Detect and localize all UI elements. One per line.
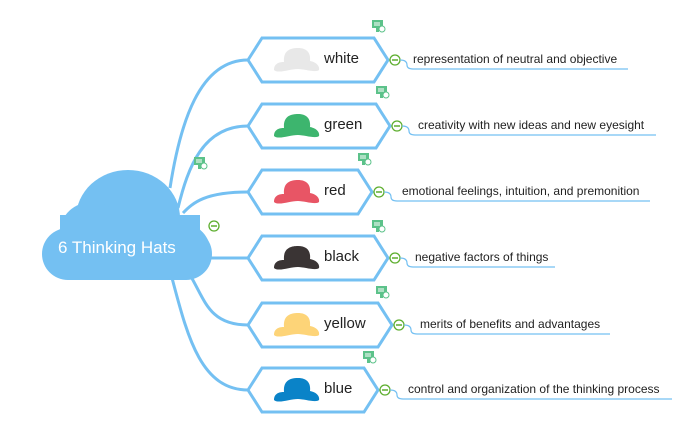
description-blue[interactable]: control and organization of the thinking… bbox=[408, 382, 660, 396]
central-note-icon[interactable] bbox=[194, 157, 208, 170]
hat-label-white: white bbox=[324, 50, 360, 67]
collapse-toggle-yellow[interactable] bbox=[393, 319, 405, 331]
note-icon-blue[interactable] bbox=[363, 351, 377, 364]
hat-label-red: red bbox=[324, 182, 346, 199]
description-black[interactable]: negative factors of things bbox=[415, 250, 549, 264]
description-underline-blue bbox=[389, 389, 672, 400]
hat-node-white[interactable] bbox=[246, 36, 390, 84]
connector-line-red bbox=[181, 190, 249, 215]
hat-node-black[interactable] bbox=[246, 234, 390, 282]
hat-label-blue: blue bbox=[324, 380, 353, 397]
description-underline-white bbox=[399, 59, 628, 70]
note-icon-red[interactable] bbox=[358, 153, 372, 166]
note-icon-black[interactable] bbox=[372, 220, 386, 233]
hat-icon-black bbox=[274, 246, 320, 270]
description-green[interactable]: creativity with new ideas and new eyesig… bbox=[418, 118, 645, 132]
description-red[interactable]: emotional feelings, intuition, and premo… bbox=[402, 184, 640, 198]
hat-icon-red bbox=[274, 180, 320, 204]
hat-icon-green bbox=[274, 114, 320, 138]
hat-label-green: green bbox=[324, 116, 363, 133]
note-icon-yellow[interactable] bbox=[376, 286, 390, 299]
hat-icon-yellow bbox=[274, 313, 320, 337]
description-underline-green bbox=[401, 125, 656, 136]
description-underline-black bbox=[399, 257, 555, 268]
note-icon-white[interactable] bbox=[372, 20, 386, 33]
hat-node-blue[interactable] bbox=[246, 366, 380, 414]
central-collapse-toggle[interactable] bbox=[208, 220, 220, 232]
description-yellow[interactable]: merits of benefits and advantages bbox=[420, 317, 601, 331]
hat-label-yellow: yellow bbox=[324, 315, 366, 332]
description-underline-yellow bbox=[403, 324, 610, 335]
central-topic-cloud[interactable] bbox=[42, 170, 212, 280]
connector-line-white bbox=[168, 58, 249, 189]
hat-node-yellow[interactable] bbox=[246, 301, 394, 349]
collapse-toggle-white[interactable] bbox=[389, 54, 401, 66]
collapse-toggle-black[interactable] bbox=[389, 252, 401, 264]
description-white[interactable]: representation of neutral and objective bbox=[413, 52, 618, 66]
collapse-toggle-blue[interactable] bbox=[379, 384, 391, 396]
description-underline-red bbox=[383, 191, 650, 202]
connector-line-yellow bbox=[188, 274, 249, 327]
connector-line-green bbox=[176, 124, 249, 209]
hat-icon-white bbox=[274, 48, 320, 72]
connector-line-blue bbox=[170, 277, 249, 392]
hat-icon-blue bbox=[274, 378, 320, 402]
collapse-toggle-green[interactable] bbox=[391, 120, 403, 132]
hat-label-black: black bbox=[324, 248, 360, 265]
collapse-toggle-red[interactable] bbox=[373, 186, 385, 198]
note-icon-green[interactable] bbox=[376, 86, 390, 99]
hat-node-green[interactable] bbox=[246, 102, 392, 150]
central-topic-label: 6 Thinking Hats bbox=[58, 238, 176, 257]
